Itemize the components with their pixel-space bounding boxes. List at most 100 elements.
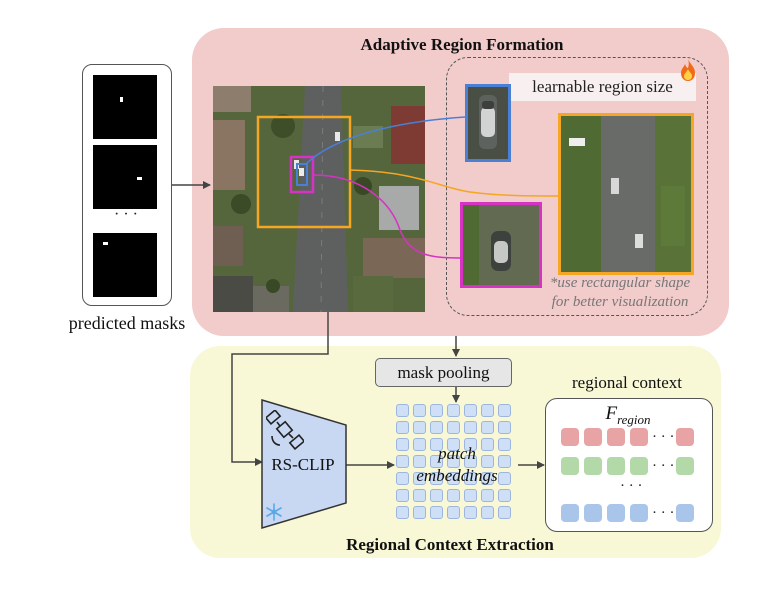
patch-label-line-2: embeddings [416, 466, 498, 485]
small-region-box [296, 163, 308, 186]
note-line-2: for better visualization [551, 294, 689, 310]
patch-cell [430, 421, 443, 434]
patch-cell [481, 506, 494, 519]
patch-cell [447, 455, 460, 468]
token-ellipsis: · · · [652, 429, 675, 445]
predicted-masks-box [82, 64, 172, 306]
patch-cell [464, 438, 477, 451]
region-token-blue [676, 504, 694, 522]
region-token-blue [607, 504, 625, 522]
patch-cell [396, 472, 409, 485]
patch-cell [396, 404, 409, 417]
predicted-masks-label: predicted masks [68, 313, 186, 333]
patch-cell [396, 506, 409, 519]
mask-thumbnail [93, 233, 157, 297]
patch-cell [413, 506, 426, 519]
rs-clip-encoder [261, 398, 347, 530]
visualization-note: *use rectangular shape for better visual… [536, 274, 704, 312]
mask-blob [137, 177, 142, 180]
token-ellipsis: · · · [652, 458, 675, 474]
patch-cell [396, 421, 409, 434]
region-token-blue [561, 504, 579, 522]
satellite-image [213, 86, 425, 312]
patch-cell [413, 404, 426, 417]
row-ellipsis: · · · [620, 478, 643, 494]
patch-cell [464, 404, 477, 417]
patch-cell [413, 472, 426, 485]
regional-context-label: regional context [572, 373, 682, 392]
f-region-label: Fregion [548, 403, 708, 428]
mask-blob [103, 242, 108, 245]
patch-cell [498, 438, 511, 451]
patch-cell [498, 489, 511, 502]
region-token-green [561, 457, 579, 475]
region-token-red [630, 428, 648, 446]
patch-cell [481, 489, 494, 502]
patch-cell [447, 421, 460, 434]
snowflake-icon [265, 503, 283, 521]
learnable-region-size-label: learnable region size [509, 73, 696, 101]
region-token-green [607, 457, 625, 475]
patch-cell [447, 472, 460, 485]
region-token-red [676, 428, 694, 446]
patch-cell [396, 455, 409, 468]
patch-cell [464, 421, 477, 434]
patch-cell [481, 404, 494, 417]
patch-cell [498, 455, 511, 468]
adaptive-region-formation-title: Adaptive Region Formation [360, 35, 564, 54]
patch-embeddings-grid [396, 404, 518, 526]
medium-region-crop [460, 202, 542, 288]
medium-region-link [312, 174, 461, 259]
patch-cell [430, 438, 443, 451]
small-region-link [304, 116, 466, 166]
region-token-rows: · · · · · · · · · · · · [545, 398, 711, 530]
region-token-red [561, 428, 579, 446]
region-token-blue [630, 504, 648, 522]
patch-cell [498, 404, 511, 417]
f-region-main: F [605, 403, 618, 424]
patch-embeddings-label: patch embeddings [408, 443, 506, 487]
patch-cell [447, 489, 460, 502]
mask-blob [120, 97, 123, 102]
image-to-encoder-arrow [231, 312, 329, 466]
patch-cell [481, 472, 494, 485]
large-region-box [256, 115, 352, 229]
patch-cell [498, 472, 511, 485]
patch-cell [464, 455, 477, 468]
region-token-green [676, 457, 694, 475]
patch-cell [498, 506, 511, 519]
mask-pooling-box: mask pooling [375, 358, 512, 387]
large-region-link [349, 169, 559, 197]
patch-cell [481, 455, 494, 468]
region-token-green [584, 457, 602, 475]
patch-cell [447, 438, 460, 451]
patch-cell [413, 489, 426, 502]
region-token-green [630, 457, 648, 475]
flame-icon [679, 58, 697, 82]
patch-cell [464, 506, 477, 519]
patch-cell [498, 421, 511, 434]
patch-cell [430, 472, 443, 485]
patch-cell [464, 489, 477, 502]
patch-cell [396, 489, 409, 502]
small-region-crop [465, 84, 511, 162]
patch-cell [447, 506, 460, 519]
patch-label-line-1: patch [438, 444, 476, 463]
f-region-sub: region [617, 411, 651, 427]
satellite-icon [264, 408, 306, 451]
patch-cell [396, 438, 409, 451]
region-token-red [584, 428, 602, 446]
masks-ellipsis: · · · [114, 206, 138, 223]
patch-cell [413, 455, 426, 468]
large-region-crop [558, 113, 694, 275]
patch-cell [430, 455, 443, 468]
mask-thumbnail [93, 145, 157, 209]
patch-cell [447, 404, 460, 417]
patch-cell [413, 421, 426, 434]
patch-cell [481, 438, 494, 451]
target-car [299, 168, 304, 176]
patch-cell [430, 404, 443, 417]
medium-region-box [289, 155, 315, 194]
token-ellipsis: · · · [652, 505, 675, 521]
